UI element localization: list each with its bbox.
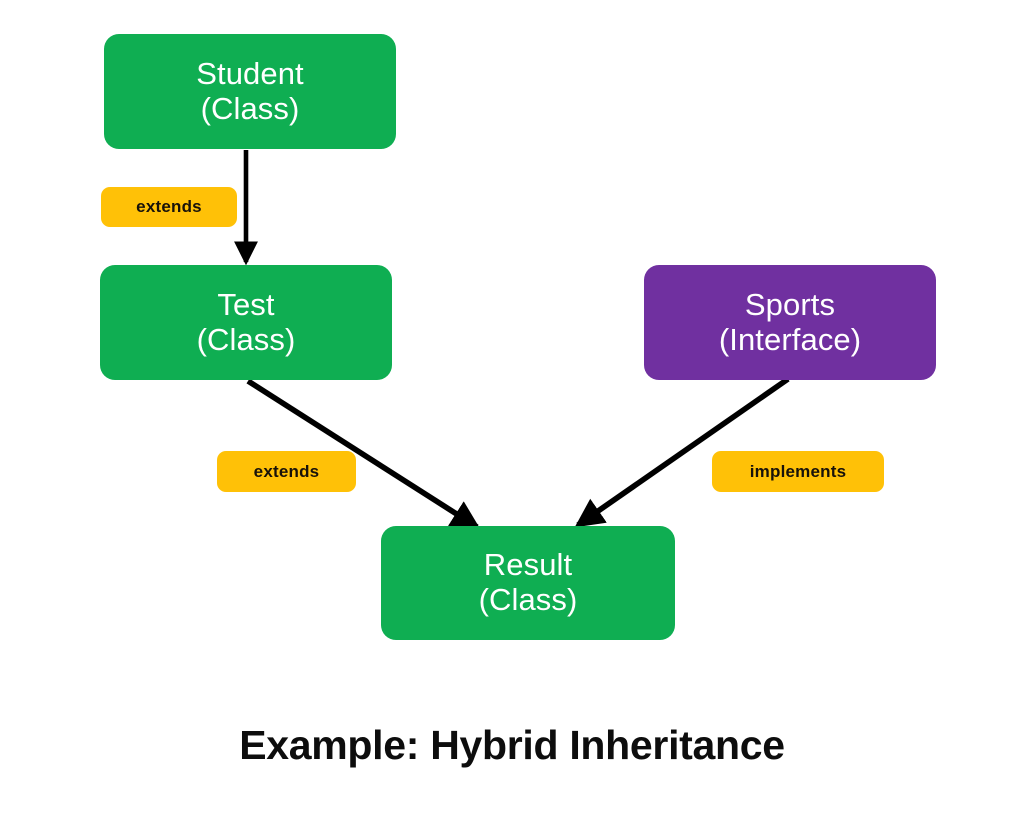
node-student[interactable]: Student (Class) bbox=[104, 34, 396, 149]
node-student-name: Student bbox=[196, 55, 304, 91]
node-result[interactable]: Result (Class) bbox=[381, 526, 675, 640]
node-student-kind: (Class) bbox=[200, 90, 300, 126]
node-sports[interactable]: Sports (Interface) bbox=[644, 265, 936, 380]
node-test-name: Test bbox=[217, 286, 275, 322]
node-test[interactable]: Test (Class) bbox=[100, 265, 392, 380]
edge-label-extends-student-test: extends bbox=[101, 187, 237, 227]
edge-label-extends-test-result: extends bbox=[217, 451, 356, 492]
node-result-name: Result bbox=[483, 547, 573, 583]
node-result-kind: (Class) bbox=[478, 582, 578, 617]
node-sports-kind: (Interface) bbox=[718, 321, 862, 357]
edge-label-implements-sports-result: implements bbox=[712, 451, 884, 492]
node-test-kind: (Class) bbox=[196, 321, 296, 357]
node-sports-name: Sports bbox=[744, 286, 836, 322]
diagram-caption: Example: Hybrid Inheritance bbox=[239, 722, 785, 768]
